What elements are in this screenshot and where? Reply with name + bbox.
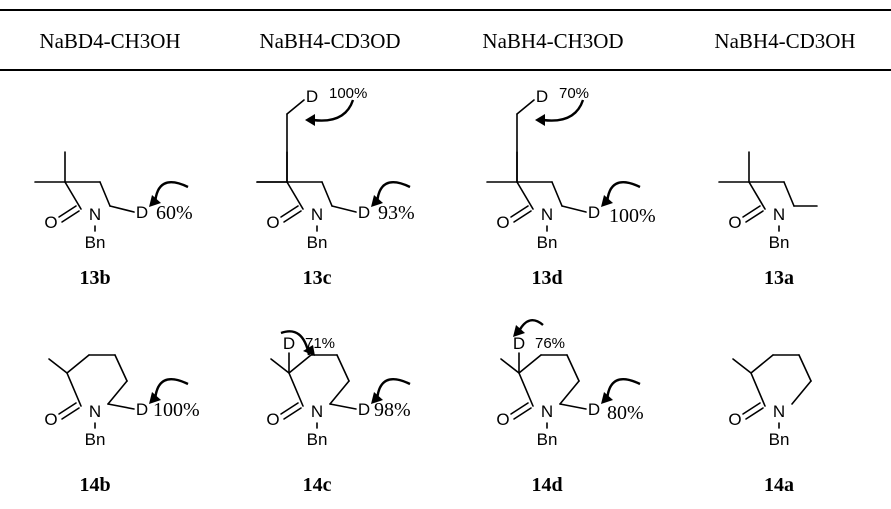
compound-13b: O N Bn D 60% 13b <box>34 151 193 289</box>
atom-n: N <box>541 402 553 421</box>
percent-ring: 100% <box>609 205 656 227</box>
compound-14d: O N Bn D D 80% 76% 14d <box>496 319 644 496</box>
percent-alpha: 71% <box>305 335 335 352</box>
atom-d: D <box>136 203 148 222</box>
atom-o: O <box>44 410 57 429</box>
compound-label: 13a <box>764 267 794 289</box>
atom-d: D <box>136 400 148 419</box>
header-nabh4-cd3oh: NaBH4-CD3OH <box>714 29 855 53</box>
atom-o: O <box>266 213 279 232</box>
percent-ring: 98% <box>374 399 411 421</box>
compound-13d: O N Bn D D 100% 70% 13d <box>486 85 656 289</box>
atom-d-alpha: D <box>283 334 295 353</box>
atom-n: N <box>773 402 785 421</box>
atom-n: N <box>311 402 323 421</box>
percent-methyl: 100% <box>329 85 367 102</box>
atom-bn: Bn <box>85 233 106 252</box>
atom-bn: Bn <box>537 430 558 449</box>
percent-ring: 80% <box>607 402 644 424</box>
header-nabh4-ch3od: NaBH4-CH3OD <box>482 29 623 53</box>
atom-d-alpha: D <box>513 334 525 353</box>
atom-bn: Bn <box>537 233 558 252</box>
percent-ring: 100% <box>153 399 200 421</box>
atom-o: O <box>496 410 509 429</box>
percent-ring: 93% <box>378 202 415 224</box>
atom-bn: Bn <box>769 233 790 252</box>
atom-o: O <box>728 410 741 429</box>
compound-label: 13b <box>79 267 110 289</box>
compound-label: 14d <box>531 474 562 496</box>
compound-label: 14c <box>303 474 332 496</box>
compound-14b: O N Bn D 100% 14b <box>44 354 200 496</box>
atom-n: N <box>541 205 553 224</box>
atom-d-ring: D <box>588 203 600 222</box>
atom-n: N <box>89 402 101 421</box>
header-nabd4-ch3oh: NaBD4-CH3OH <box>39 29 180 53</box>
atom-o: O <box>728 213 741 232</box>
atom-d-ring: D <box>358 203 370 222</box>
compound-14c: O N Bn D D 98% 71% 14c <box>266 330 411 496</box>
atom-n: N <box>311 205 323 224</box>
atom-bn: Bn <box>85 430 106 449</box>
compound-13a: O N Bn 13a <box>718 151 818 289</box>
atom-n: N <box>773 205 785 224</box>
header-nabh4-cd3od: NaBH4-CD3OD <box>259 29 400 53</box>
compound-14a: O N Bn 14a <box>728 354 812 496</box>
compound-label: 13c <box>303 267 332 289</box>
percent-ring: 60% <box>156 202 193 224</box>
atom-o: O <box>44 213 57 232</box>
atom-d-ring: D <box>588 400 600 419</box>
compound-label: 14b <box>79 474 110 496</box>
atom-bn: Bn <box>307 430 328 449</box>
compound-label: 14a <box>764 474 794 496</box>
atom-o: O <box>266 410 279 429</box>
atom-n: N <box>89 205 101 224</box>
atom-o: O <box>496 213 509 232</box>
percent-methyl: 70% <box>559 85 589 102</box>
atom-bn: Bn <box>769 430 790 449</box>
percent-alpha: 76% <box>535 335 565 352</box>
atom-bn: Bn <box>307 233 328 252</box>
compound-label: 13d <box>531 267 562 289</box>
atom-d-ring: D <box>358 400 370 419</box>
compound-13c: O N Bn D D 93% 100% 13c <box>256 85 415 289</box>
atom-d-methyl: D <box>306 87 318 106</box>
atom-d-methyl: D <box>536 87 548 106</box>
